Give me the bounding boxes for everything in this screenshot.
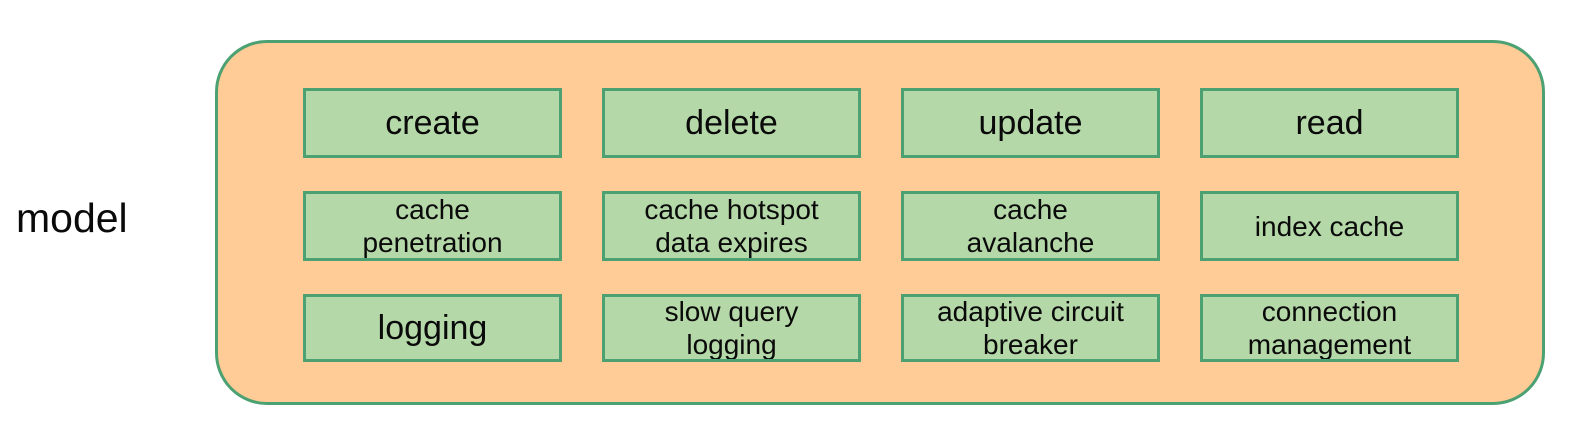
capability-box-label: create xyxy=(385,104,480,142)
capability-box-update[interactable]: update xyxy=(901,88,1160,158)
capability-box-label: cache hotspot data expires xyxy=(644,194,819,258)
model-group-label: model xyxy=(16,195,128,241)
capability-box-label: cache avalanche xyxy=(966,194,1095,258)
model-group-container: create delete update read cache penetrat… xyxy=(215,40,1545,405)
capability-box-adaptive-circuit-breaker[interactable]: adaptive circuit breaker xyxy=(901,294,1160,362)
capability-box-label: index cache xyxy=(1254,210,1405,242)
capability-box-label: adaptive circuit breaker xyxy=(937,296,1124,360)
capability-box-logging[interactable]: logging xyxy=(303,294,562,362)
capability-box-label: connection management xyxy=(1247,296,1412,360)
capability-box-delete[interactable]: delete xyxy=(602,88,861,158)
capability-box-connection-management[interactable]: connection management xyxy=(1200,294,1459,362)
capability-box-label: update xyxy=(978,104,1083,142)
capability-box-read[interactable]: read xyxy=(1200,88,1459,158)
capability-box-label: slow query logging xyxy=(664,296,799,360)
capability-box-label: read xyxy=(1295,104,1364,142)
capability-box-label: logging xyxy=(377,309,488,347)
capability-box-cache-penetration[interactable]: cache penetration xyxy=(303,191,562,261)
capability-box-label: delete xyxy=(685,104,778,142)
capability-grid: create delete update read cache penetrat… xyxy=(303,88,1460,362)
capability-box-slow-query-logging[interactable]: slow query logging xyxy=(602,294,861,362)
capability-box-create[interactable]: create xyxy=(303,88,562,158)
capability-box-index-cache[interactable]: index cache xyxy=(1200,191,1459,261)
capability-box-cache-hotspot-data-expires[interactable]: cache hotspot data expires xyxy=(602,191,861,261)
capability-box-label: cache penetration xyxy=(362,194,503,258)
capability-box-cache-avalanche[interactable]: cache avalanche xyxy=(901,191,1160,261)
